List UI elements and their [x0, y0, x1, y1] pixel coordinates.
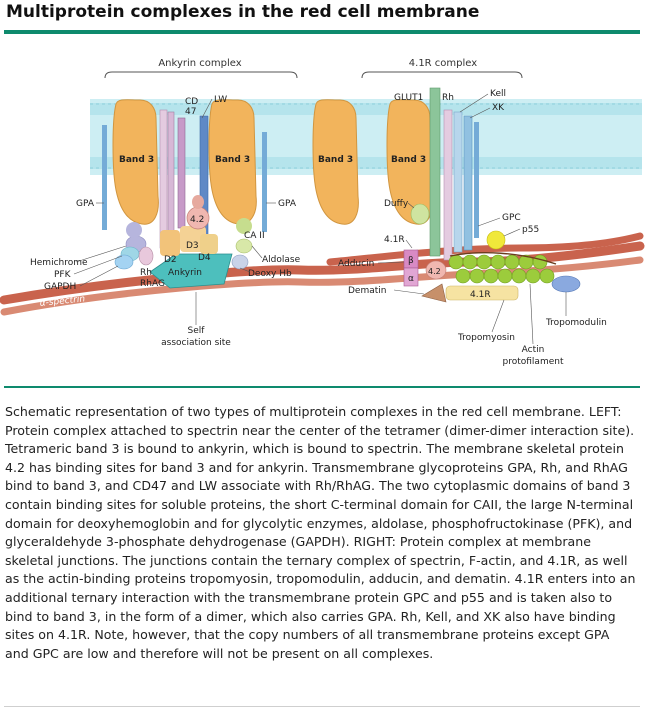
svg-text:47: 47 [185, 107, 196, 117]
svg-text:GPA: GPA [278, 199, 297, 209]
kell-rod [454, 112, 462, 252]
svg-text:Rh: Rh [140, 268, 152, 278]
svg-text:4.1R: 4.1R [384, 235, 405, 245]
svg-text:GLUT1: GLUT1 [394, 93, 423, 103]
svg-text:D3: D3 [186, 241, 199, 251]
deoxyhb-blob [232, 255, 248, 269]
svg-text:Deoxy Hb: Deoxy Hb [248, 269, 292, 279]
svg-text:RhAG: RhAG [140, 279, 165, 289]
svg-text:Kell: Kell [490, 89, 506, 99]
svg-text:4.1R: 4.1R [470, 290, 491, 300]
cd47 [178, 118, 185, 228]
svg-text:protofilament: protofilament [503, 357, 564, 367]
svg-text:CD: CD [185, 97, 198, 107]
bottom-rule [4, 706, 640, 707]
gpa-blob-left [126, 222, 142, 238]
dematin-blob [422, 284, 446, 302]
svg-text:Band 3: Band 3 [119, 155, 154, 165]
svg-text:Dematin: Dematin [348, 286, 386, 296]
p55-blob [487, 231, 505, 249]
page-title: Multiprotein complexes in the red cell m… [6, 2, 479, 22]
membrane-diagram: Ankyrin complex 4.1R complex Band 3 Band… [0, 36, 650, 382]
title-rule [4, 30, 640, 34]
svg-text:GPC: GPC [502, 213, 521, 223]
r41-complex-label: 4.1R complex [409, 58, 477, 69]
rh-left [168, 112, 174, 248]
svg-text:p55: p55 [522, 225, 539, 235]
svg-text:Band 3: Band 3 [318, 155, 353, 165]
ankyrin-complex-label: Ankyrin complex [158, 58, 241, 69]
svg-text:Aldolase: Aldolase [262, 255, 301, 265]
svg-text:Adducin: Adducin [338, 259, 374, 269]
svg-text:PFK: PFK [54, 270, 72, 280]
svg-text:XK: XK [492, 103, 505, 113]
xk-rod [464, 116, 472, 250]
svg-text:Tropomyosin: Tropomyosin [457, 333, 515, 343]
ca2-blob [192, 195, 204, 209]
d2-domain [160, 230, 180, 256]
figure-caption: Schematic representation of two types of… [5, 403, 637, 663]
svg-text:Band 3: Band 3 [215, 155, 250, 165]
svg-text:GPA: GPA [76, 199, 95, 209]
d4-domain [200, 234, 218, 254]
svg-text:4.2: 4.2 [190, 215, 204, 225]
svg-text:α: α [408, 274, 414, 284]
svg-text:β-spectrin: β-spectrin [217, 293, 264, 305]
gpa-right-rod [262, 132, 267, 232]
svg-text:Actin: Actin [522, 345, 545, 355]
svg-text:D2: D2 [164, 255, 177, 265]
svg-text:Rh: Rh [442, 93, 454, 103]
rh-right [444, 110, 452, 260]
figure-rule [4, 386, 640, 388]
svg-text:Duffy: Duffy [384, 199, 409, 209]
complex-headers: Ankyrin complex 4.1R complex [105, 58, 522, 78]
svg-text:β: β [408, 256, 414, 266]
svg-text:D4: D4 [198, 253, 211, 263]
svg-text:Self: Self [188, 326, 206, 336]
svg-text:4.2: 4.2 [428, 267, 441, 276]
glut1-rod [430, 88, 440, 256]
aldolase-blob [236, 239, 252, 253]
duffy-blob [411, 204, 429, 224]
svg-text:LW: LW [214, 95, 227, 105]
svg-text:GAPDH: GAPDH [44, 282, 76, 292]
svg-text:Hemichrome: Hemichrome [30, 258, 88, 268]
svg-text:Ankyrin: Ankyrin [168, 268, 202, 278]
gpc-rod [474, 122, 479, 238]
svg-text:Tropomodulin: Tropomodulin [545, 318, 607, 328]
rhag-left [160, 110, 167, 248]
tropomodulin-blob [552, 276, 580, 292]
gpa-left [102, 125, 107, 230]
gapdh-blob [115, 255, 133, 269]
svg-text:association site: association site [161, 338, 231, 348]
svg-text:Band 3: Band 3 [391, 155, 426, 165]
svg-text:CA II: CA II [244, 231, 265, 241]
rh-blob [139, 247, 153, 265]
